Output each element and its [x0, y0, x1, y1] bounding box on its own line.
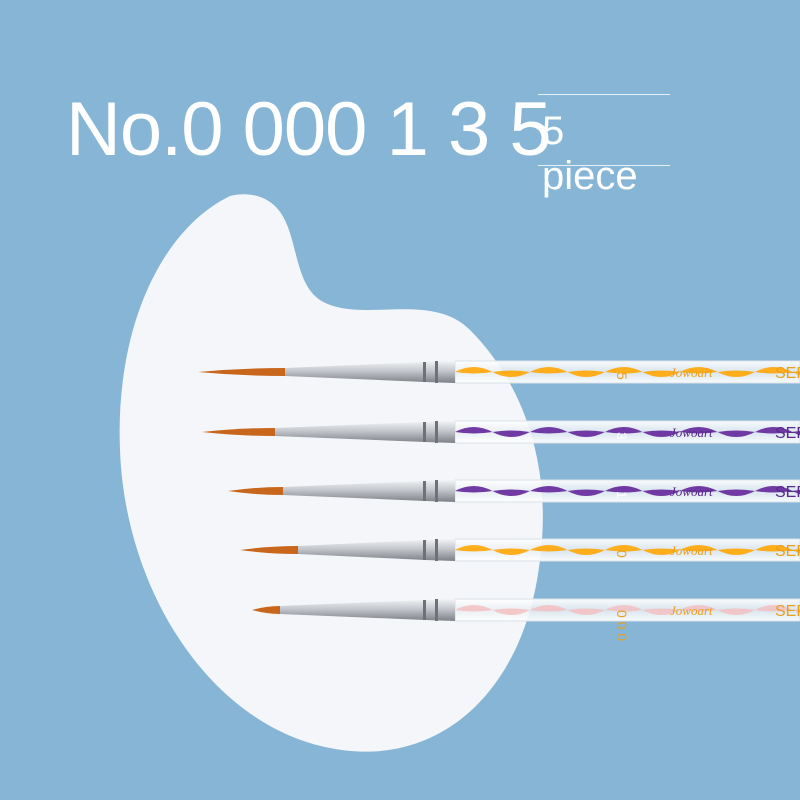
ferrule-crimp: [423, 422, 426, 442]
brush-core-twist: [455, 605, 800, 615]
brush-brand-text: Jowoart: [670, 365, 713, 380]
brush-core-twist: [455, 367, 800, 377]
sizes-headline: No.0 000 1 3 5: [66, 87, 552, 172]
brush-bristles: [198, 368, 285, 376]
brush-ferrule: [275, 421, 455, 443]
brush-bristles: [240, 546, 298, 554]
ferrule-crimp: [435, 480, 438, 502]
brush-5: 0 0 0 Jowoart SERIES: [252, 598, 800, 641]
brush-series-text: SERIES: [775, 484, 800, 501]
brush-ferrule: [280, 599, 455, 621]
brush-series-text: SERIES: [775, 543, 800, 560]
brush-size-number: 5: [614, 372, 630, 380]
brush-1: 5 Jowoart SERIES: [198, 360, 800, 384]
paint-palette: [119, 194, 543, 752]
brush-ferrule: [285, 361, 455, 383]
ferrule-crimp: [423, 481, 426, 501]
brush-bristles: [202, 428, 275, 436]
ferrule-crimp: [423, 540, 426, 560]
brush-ferrule: [298, 539, 455, 561]
brush-brand-text: Jowoart: [670, 484, 713, 499]
ferrule-crimp: [435, 599, 438, 621]
piece-count-label: 5 piece: [542, 109, 638, 198]
piece-count-badge: 5 piece: [538, 94, 670, 198]
brush-series-text: SERIES: [775, 425, 800, 442]
brush-brand-text: Jowoart: [670, 543, 713, 558]
brush-size-number: 1: [614, 491, 630, 499]
ferrule-crimp: [423, 362, 426, 382]
ferrule-crimp: [435, 361, 438, 383]
brush-core-twist: [455, 486, 800, 496]
ferrule-crimp: [435, 539, 438, 561]
brush-size-number: 0 0 0: [614, 610, 630, 641]
brush-series-text: SERIES: [775, 365, 800, 382]
brush-core-twist: [455, 545, 800, 555]
brush-brand-text: Jowoart: [670, 425, 713, 440]
brush-ferrule: [283, 480, 455, 502]
brush-2: 3 Jowoart SERIES: [202, 420, 800, 444]
brush-bristles: [252, 606, 280, 614]
ferrule-crimp: [435, 421, 438, 443]
brush-4: 0 Jowoart SERIES: [240, 538, 800, 562]
brush-brand-text: Jowoart: [670, 603, 713, 618]
brush-bristles: [228, 487, 283, 495]
brush-size-number: 0: [614, 550, 630, 558]
ferrule-crimp: [423, 600, 426, 620]
brush-size-number: 3: [614, 432, 630, 440]
brush-3: 1 Jowoart SERIES: [228, 479, 800, 503]
brush-core-twist: [455, 427, 800, 437]
brush-series-text: SERIES: [775, 603, 800, 620]
brush-set: 5JowoartSERIES3JowoartSERIES1JowoartSERI…: [198, 360, 800, 641]
